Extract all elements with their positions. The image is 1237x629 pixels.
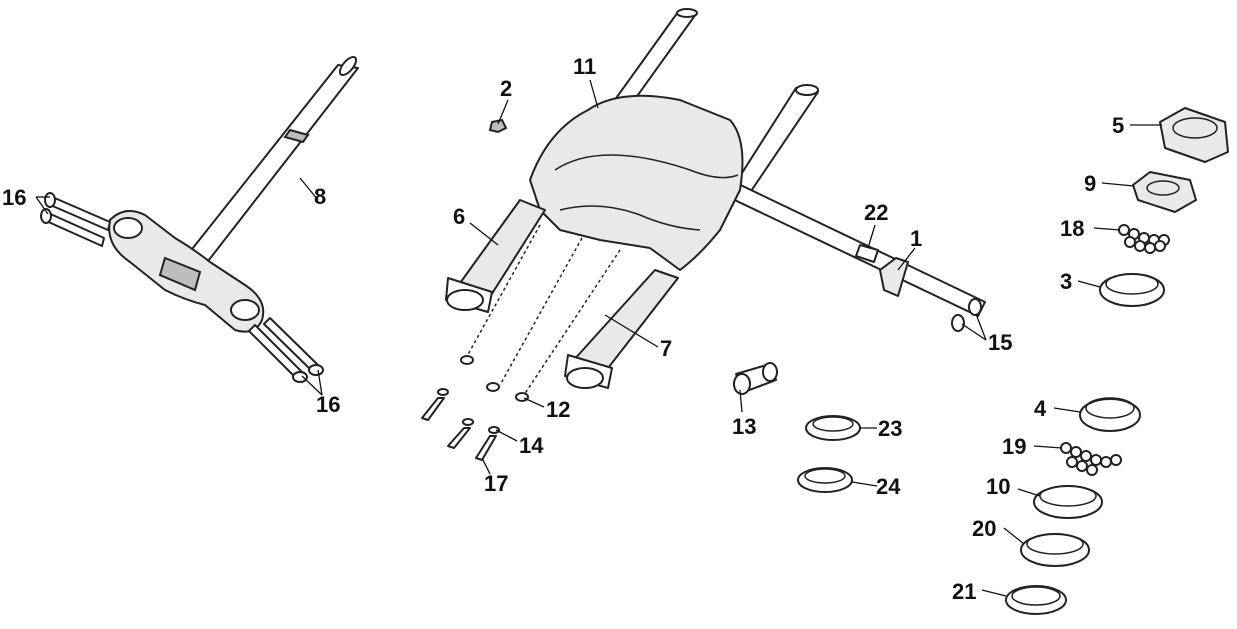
- callout-13: 13: [732, 414, 756, 439]
- callout-labels: 1 2 3 4 5 6 7 8 9 10 11 12 13 14 15 16 1…: [2, 54, 1124, 604]
- callout-20: 20: [972, 516, 996, 541]
- callout-21: 21: [952, 579, 976, 604]
- steering-stem-assembly: [40, 55, 359, 383]
- callout-9: 9: [1084, 171, 1096, 196]
- callout-10: 10: [986, 474, 1010, 499]
- callout-1: 1: [910, 226, 922, 251]
- callout-3: 3: [1060, 269, 1072, 294]
- front-fork-assembly: [421, 8, 986, 461]
- callout-15: 15: [988, 330, 1012, 355]
- callout-4: 4: [1034, 396, 1047, 421]
- callout-5: 5: [1112, 113, 1124, 138]
- bushing-part: [733, 362, 778, 395]
- ball-bearings-upper: [1118, 224, 1170, 254]
- callout-22: 22: [864, 200, 888, 225]
- callout-18: 18: [1060, 216, 1084, 241]
- callout-11: 11: [573, 54, 596, 79]
- callout-17: 17: [484, 471, 508, 496]
- ball-bearings-lower: [1060, 442, 1122, 476]
- callout-6: 6: [453, 204, 465, 229]
- callout-23: 23: [878, 416, 902, 441]
- leader-lines: [35, 79, 1162, 597]
- callout-16-right: 16: [316, 392, 340, 417]
- callout-14: 14: [519, 433, 544, 458]
- callout-12: 12: [546, 397, 570, 422]
- steering-bearing-stack: [1005, 107, 1229, 615]
- callout-16-left: 16: [2, 185, 26, 210]
- callout-8: 8: [314, 184, 326, 209]
- callout-24: 24: [876, 474, 901, 499]
- handlebar-clamp-parts: [855, 244, 982, 332]
- callout-19: 19: [1002, 434, 1026, 459]
- seal-rings: [797, 415, 861, 493]
- callout-7: 7: [660, 336, 672, 361]
- callout-2: 2: [500, 76, 512, 101]
